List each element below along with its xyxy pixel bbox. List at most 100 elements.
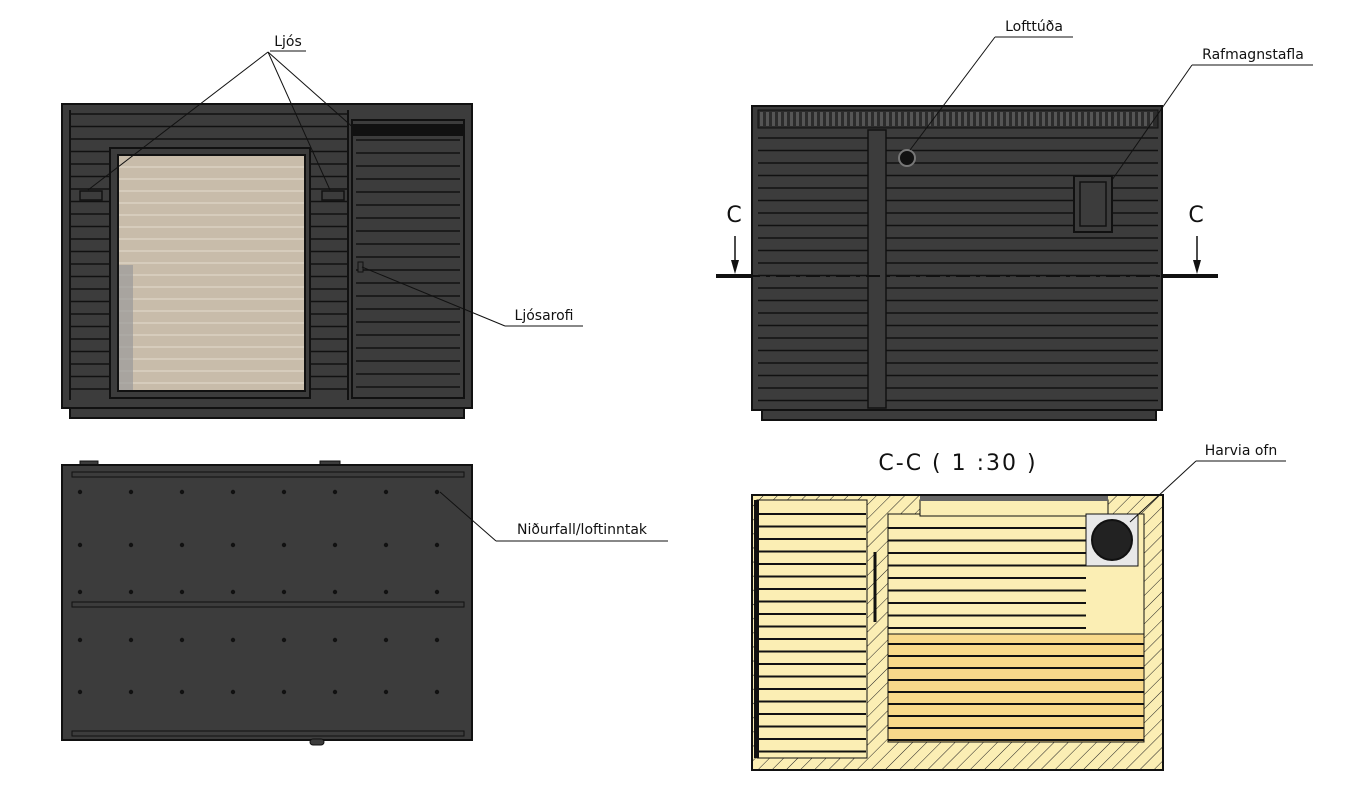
floor-rail <box>71 730 465 737</box>
label-drain-air-intake: Niðurfall/loftinntak <box>517 522 648 538</box>
drain-hole <box>179 689 185 695</box>
vent-slot <box>1120 112 1123 126</box>
vent-slot <box>760 112 763 126</box>
leader-line <box>909 36 996 151</box>
vent-slot <box>1132 112 1135 126</box>
vent-slot <box>838 112 841 126</box>
drain-hole <box>332 589 338 595</box>
drain-hole <box>179 542 185 548</box>
drain-hole <box>434 489 440 495</box>
vent-slot <box>778 112 781 126</box>
leader-line <box>267 51 331 191</box>
drain-hole <box>230 689 236 695</box>
label-heater: Harvia ofn <box>1205 443 1277 459</box>
label-lights: Ljós <box>274 34 302 50</box>
vent-slot <box>916 112 919 126</box>
vent-slot <box>934 112 937 126</box>
vent-slot <box>988 112 991 126</box>
floor-rail <box>71 471 465 478</box>
drain-hole <box>128 637 134 643</box>
vent-slot <box>886 112 889 126</box>
section-marker-right: C <box>1188 203 1205 228</box>
label-electrical-panel: Rafmagnstafla <box>1202 47 1304 63</box>
vent-slot <box>940 112 943 126</box>
vent-slot <box>1066 112 1069 126</box>
vent-slot <box>1114 112 1117 126</box>
front-elevation-view <box>61 103 473 419</box>
vent-slot <box>958 112 961 126</box>
drain-hole <box>383 489 389 495</box>
drain-hole <box>383 542 389 548</box>
vent-slot <box>1096 112 1099 126</box>
drain-hole <box>434 542 440 548</box>
vent-slot <box>1012 112 1015 126</box>
vent-slot <box>784 112 787 126</box>
drain-hole <box>77 489 83 495</box>
leader-line <box>87 51 269 191</box>
drain-hole <box>128 589 134 595</box>
drain-hole <box>128 489 134 495</box>
vent-slot <box>1036 112 1039 126</box>
drain-hole <box>434 637 440 643</box>
light-fixture-right <box>321 190 345 201</box>
drain-hole <box>230 542 236 548</box>
vent-slot <box>1060 112 1063 126</box>
window-sill <box>919 499 1109 517</box>
glass-window <box>117 154 306 392</box>
vent-slot <box>1006 112 1009 126</box>
vent-slot <box>832 112 835 126</box>
section-view-c-c: C-C ( 1 :30 ) <box>751 451 1164 771</box>
drain-hole <box>281 589 287 595</box>
drain-hole <box>281 689 287 695</box>
vent-slot <box>952 112 955 126</box>
drain-hole <box>281 637 287 643</box>
light-fixture-left <box>79 190 103 201</box>
vent-slot <box>766 112 769 126</box>
vent-slot <box>1126 112 1129 126</box>
drain-hole <box>332 637 338 643</box>
leader-line <box>361 266 506 327</box>
drain-hole <box>230 637 236 643</box>
floor-tab <box>309 738 325 746</box>
vent-slot <box>976 112 979 126</box>
drain-hole <box>332 689 338 695</box>
arrow-head-icon <box>731 260 739 274</box>
vent-slot <box>814 112 817 126</box>
vent-slot <box>1150 112 1153 126</box>
vent-slot <box>826 112 829 126</box>
electrical-panel-door <box>1079 181 1107 227</box>
vent-slot <box>844 112 847 126</box>
vent-slot <box>874 112 877 126</box>
arrow-head-icon <box>1193 260 1201 274</box>
vent-slot <box>1090 112 1093 126</box>
vent-slot <box>862 112 865 126</box>
vent-slot <box>928 112 931 126</box>
leader-line <box>439 491 497 542</box>
drain-hole <box>281 542 287 548</box>
window-glass <box>920 496 1108 501</box>
drain-hole <box>230 489 236 495</box>
vent-slot <box>994 112 997 126</box>
section-marker-left: C <box>726 203 743 228</box>
rear-post <box>867 129 887 409</box>
vent-slot <box>1042 112 1045 126</box>
section-title: C-C ( 1 :30 ) <box>878 451 1037 476</box>
label-air-vent: Lofttúða <box>1005 19 1063 35</box>
vent-slot <box>856 112 859 126</box>
drain-hole <box>128 689 134 695</box>
vent-slot <box>1018 112 1021 126</box>
door[interactable] <box>351 119 465 399</box>
interior-ladder <box>119 265 133 390</box>
floor-plan-view <box>61 460 473 746</box>
drain-hole <box>383 589 389 595</box>
drain-hole <box>77 542 83 548</box>
vent-slot <box>1078 112 1081 126</box>
vent-slot <box>1072 112 1075 126</box>
vent-slot <box>802 112 805 126</box>
drain-hole <box>77 689 83 695</box>
rear-elevation-view: C C <box>716 105 1218 421</box>
vent-slot <box>1030 112 1033 126</box>
floor-rail <box>71 601 465 608</box>
vent-slot <box>1102 112 1105 126</box>
bench <box>887 633 1145 743</box>
